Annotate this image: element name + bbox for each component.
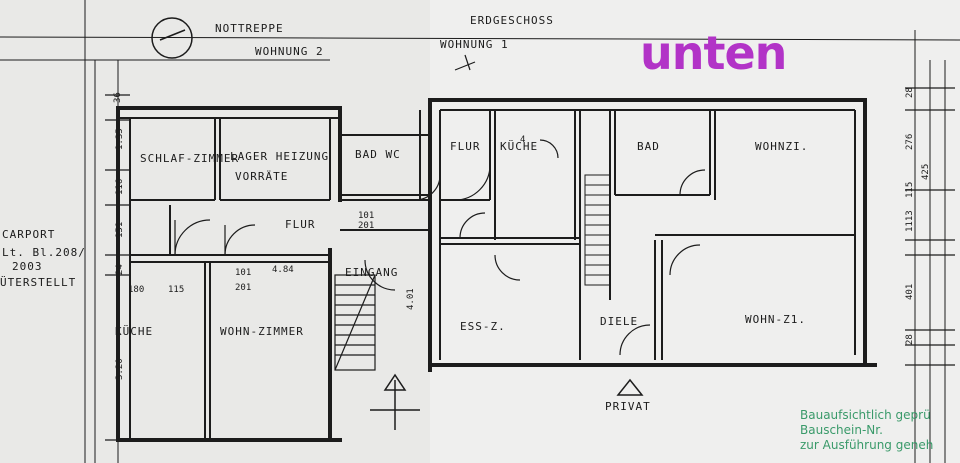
room-diele: DIELE [600,315,638,328]
overlay-caption: unten [640,26,787,80]
room-bad-wc: BAD WC [355,148,401,161]
dim-401: 4.01 [406,288,416,310]
dim-r28: 28 [905,87,915,98]
dim-115: 115 [168,285,184,295]
room-wohnzimmer: WOHN-ZIMMER [220,325,304,338]
dim-r115: 115 [905,182,915,198]
privat-label: PRIVAT [605,400,651,413]
room-schlafzimmer: SCHLAF-ZIMMER [140,152,239,165]
approval-stamp: Bauaufsichtlich geprü Bauschein-Nr. zur … [800,408,933,453]
dim-201a: 201 [358,221,374,231]
dim-r1113: 1113 [905,210,915,232]
carport-line-2: Lt. Bl.208/ [2,246,86,259]
dim-r4: 4 [520,135,525,145]
room-bad-right: BAD [637,140,660,153]
stamp-line-3: zur Ausführung geneh [800,438,934,452]
dim-101a: 101 [358,211,374,221]
dim-151: 151 [115,222,125,238]
stamp-line-2: Bauschein-Nr. [800,423,883,437]
room-ess: ESS-Z. [460,320,506,333]
room-eingang: EINGANG [345,266,398,279]
dim-36: 36 [113,92,123,103]
dim-r401: 401 [905,284,915,300]
dim-116: 116 [115,179,125,195]
room-wohnzi: WOHNZI. [755,140,808,153]
notrepppe-label: NOTTREPPE [215,22,284,35]
dim-484: 4.84 [272,265,294,275]
dim-101b: 101 [235,268,251,278]
carport-line-4: ÜTERSTELLT [0,276,76,289]
stamp-line-1: Bauaufsichtlich geprü [800,408,931,422]
dim-24: 24 [115,264,125,275]
dim-201b: 201 [235,283,251,293]
carport-line-1: CARPORT [2,228,55,241]
room-kuche-top: KÜCHE [500,140,538,153]
room-vorrate: VORRÄTE [235,170,288,183]
room-wohnzi2: WOHN-Z1. [745,313,806,326]
dim-320: 3.20 [115,358,125,380]
room-lager: LAGER HEIZUNG [230,150,329,163]
room-flur-top: FLUR [450,140,481,153]
dim-r276: 276 [905,134,915,150]
plan-title: ERDGESCHOSS [470,14,554,27]
apartment-2-label: WOHNUNG 2 [255,45,324,58]
room-flur-left: FLUR [285,218,316,231]
apartment-1-label: WOHNUNG 1 [440,38,509,51]
dim-r425: 425 [921,164,931,180]
dim-180: 180 [128,285,144,295]
dim-r28b: 28 [905,334,915,345]
room-kuche-left: KÜCHE [115,325,153,338]
dim-135: 1.35 [115,128,125,150]
carport-line-3: 2003 [12,260,43,273]
